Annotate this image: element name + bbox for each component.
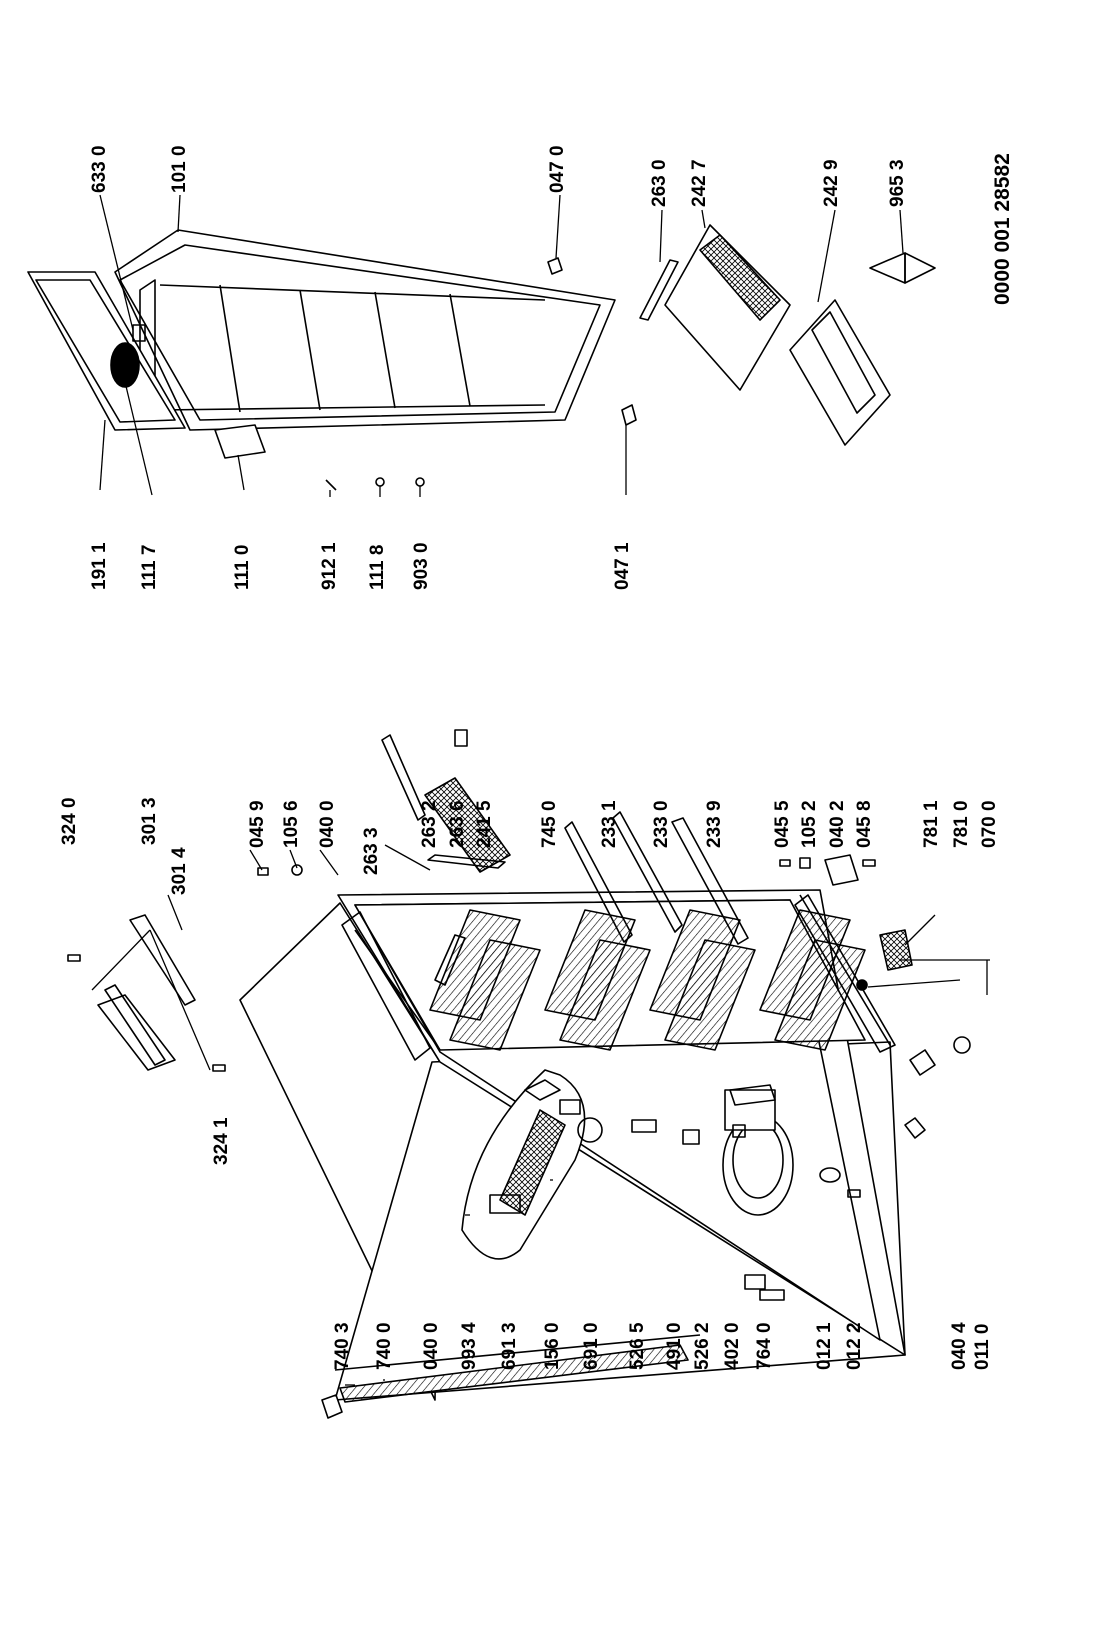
leader-lines (91, 194, 990, 1386)
shelf-rails (564, 811, 749, 945)
label-691-0: 691 0 (581, 1322, 602, 1370)
label-745-0: 745 0 (539, 800, 560, 848)
label-263-2: 263 2 (419, 800, 440, 848)
label-012-2: 012 2 (844, 1322, 865, 1370)
label-301-4: 301 4 (169, 847, 190, 895)
label-040-0-lower: 040 0 (421, 1322, 442, 1370)
label-045-8: 045 8 (854, 800, 875, 848)
label-526-5: 526 5 (627, 1322, 648, 1370)
label-111-8: 111 8 (367, 544, 388, 590)
label-012-1: 012 1 (814, 1322, 835, 1370)
door-handle (27, 271, 186, 431)
label-633-0: 633 0 (89, 145, 110, 193)
label-191-1: 191 1 (89, 542, 110, 590)
label-156-0: 156 0 (542, 1322, 563, 1370)
label-105-6: 105 6 (281, 800, 302, 848)
label-040-4: 040 4 (949, 1322, 970, 1370)
upper-hinge-parts (381, 729, 511, 873)
label-233-1: 233 1 (599, 800, 620, 848)
label-526-2: 526 2 (692, 1322, 713, 1370)
label-491-0: 491 0 (664, 1322, 685, 1370)
label-324-0: 324 0 (59, 797, 80, 845)
wire-shelves (429, 909, 866, 1051)
label-263-0: 263 0 (649, 159, 670, 207)
label-105-2: 105 2 (799, 800, 820, 848)
label-993-4: 993 4 (459, 1322, 480, 1370)
label-263-6: 263 6 (447, 800, 468, 848)
label-045-5: 045 5 (772, 800, 793, 848)
label-740-0: 740 0 (374, 1322, 395, 1370)
label-241-5: 241 5 (474, 800, 495, 848)
compressor (722, 1084, 794, 1216)
label-263-3: 263 3 (361, 827, 382, 875)
label-070-0: 070 0 (979, 800, 1000, 848)
label-111-7: 111 7 (139, 544, 160, 590)
document-code: 0000 001 28582 (991, 153, 1014, 305)
label-101-0: 101 0 (169, 145, 190, 193)
label-040-2: 040 2 (827, 800, 848, 848)
label-965-3: 965 3 (887, 159, 908, 207)
label-242-7: 242 7 (689, 159, 710, 207)
label-047-1: 047 1 (612, 542, 633, 590)
label-903-0: 903 0 (411, 542, 432, 590)
label-402-0: 402 0 (722, 1322, 743, 1370)
label-781-0: 781 0 (951, 800, 972, 848)
label-045-9: 045 9 (247, 800, 268, 848)
door (114, 229, 616, 459)
label-111-0: 111 0 (232, 544, 253, 590)
label-301-3: 301 3 (139, 797, 160, 845)
label-691-3: 691 3 (499, 1322, 520, 1370)
label-047-0: 047 0 (547, 145, 568, 193)
label-740-3: 740 3 (332, 1322, 353, 1370)
control-panel (67, 914, 226, 1072)
label-040-0-upper: 040 0 (317, 800, 338, 848)
label-011-0: 011 0 (972, 1323, 993, 1371)
label-912-1: 912 1 (319, 542, 340, 590)
label-233-0: 233 0 (651, 800, 672, 848)
label-324-1: 324 1 (211, 1117, 232, 1165)
condenser (321, 1334, 701, 1419)
label-781-1: 781 1 (921, 800, 942, 848)
label-242-9: 242 9 (821, 159, 842, 207)
evaporator-assembly (461, 1069, 603, 1260)
label-233-9: 233 9 (704, 800, 725, 848)
label-764-0: 764 0 (754, 1322, 775, 1370)
freezer-drawers (639, 224, 936, 446)
